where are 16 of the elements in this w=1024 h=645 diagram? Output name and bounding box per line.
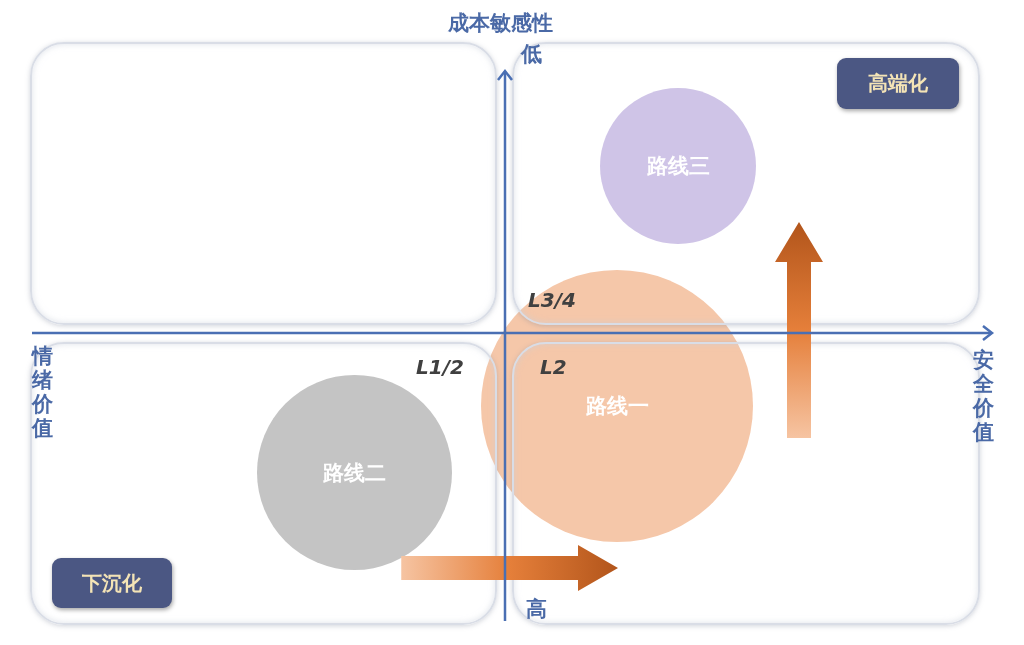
quadrant-badge: 下沉化: [52, 558, 172, 608]
axis-title: 情绪价值: [31, 344, 53, 440]
level-label: L2: [540, 356, 567, 378]
circle-label: 路线二: [323, 459, 386, 487]
axis-end-label: 低: [521, 43, 542, 67]
axis-end-label: 高: [526, 598, 547, 622]
circle-label: 路线一: [585, 393, 649, 420]
axis-title: 安全价值: [972, 348, 994, 444]
level-label: L1/2: [416, 356, 464, 378]
quadrant-panel: [30, 42, 497, 325]
axis-title: 成本敏感性: [448, 12, 553, 36]
circle-label: 路线三: [646, 153, 710, 180]
quadrant-panel: [30, 342, 497, 625]
quadrant-badge: 高端化: [837, 58, 959, 109]
level-label: L3/4: [528, 289, 576, 311]
block-arrow: [401, 545, 618, 591]
